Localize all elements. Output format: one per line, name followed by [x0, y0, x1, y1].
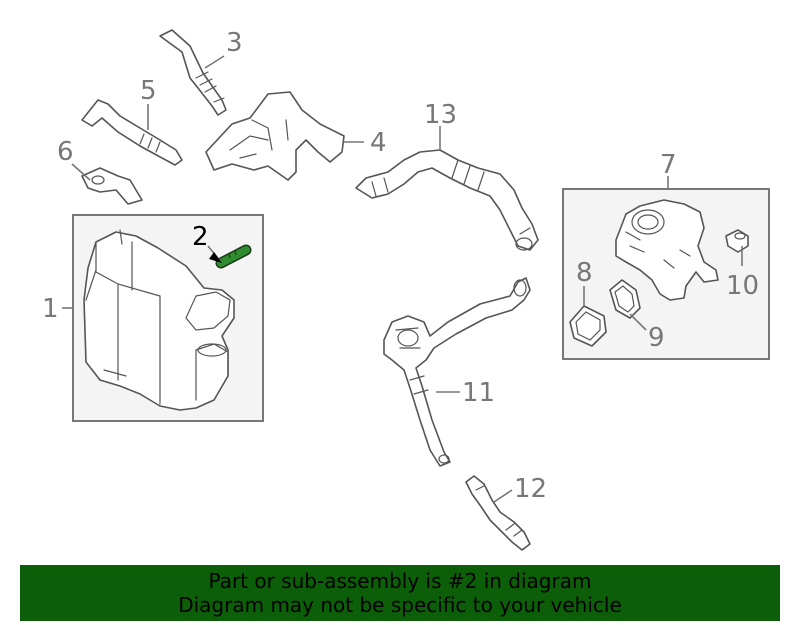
part-1-canister-assembly[interactable]	[83, 229, 235, 411]
leader-2-arrowhead	[209, 252, 222, 263]
part-13-hose[interactable]	[355, 149, 539, 251]
part-11-valve-tube[interactable]	[383, 277, 531, 467]
callout-5[interactable]: 5	[140, 76, 157, 106]
callout-6[interactable]: 6	[57, 137, 74, 167]
part-3-oxygen-sensor[interactable]	[159, 29, 227, 116]
part-2-highlighted[interactable]	[215, 244, 252, 269]
leader-3	[204, 55, 225, 69]
callout-12[interactable]: 12	[514, 474, 547, 504]
banner-line-2: Diagram may not be specific to your vehi…	[178, 593, 622, 617]
callout-13[interactable]: 13	[424, 100, 457, 130]
callout-11[interactable]: 11	[462, 378, 495, 408]
callout-3[interactable]: 3	[226, 28, 243, 58]
leader-6	[71, 163, 91, 181]
callout-7[interactable]: 7	[660, 150, 677, 180]
part-4-heat-shield[interactable]	[205, 91, 345, 181]
leader-12	[493, 489, 513, 503]
callout-10[interactable]: 10	[726, 271, 759, 301]
part-5-oxygen-sensor[interactable]	[81, 99, 183, 166]
callout-4[interactable]: 4	[370, 128, 387, 158]
leader-9	[629, 313, 647, 331]
part-9-gasket[interactable]	[609, 279, 641, 319]
callout-9[interactable]: 9	[648, 323, 665, 353]
part-6-bracket[interactable]	[81, 167, 143, 205]
callout-1[interactable]: 1	[42, 294, 59, 324]
parts-diagram: 1 2 3 4 5 6 7 8 9 10 11 12 13	[42, 28, 770, 551]
banner-line-1: Part or sub-assembly is #2 in diagram	[208, 569, 592, 593]
disclaimer-banner: Part or sub-assembly is #2 in diagram Di…	[20, 565, 780, 621]
part-12-small-hose[interactable]	[465, 475, 531, 551]
part-7-valve-housing[interactable]	[615, 199, 719, 301]
callout-8[interactable]: 8	[576, 258, 593, 288]
callout-2[interactable]: 2	[192, 222, 209, 252]
